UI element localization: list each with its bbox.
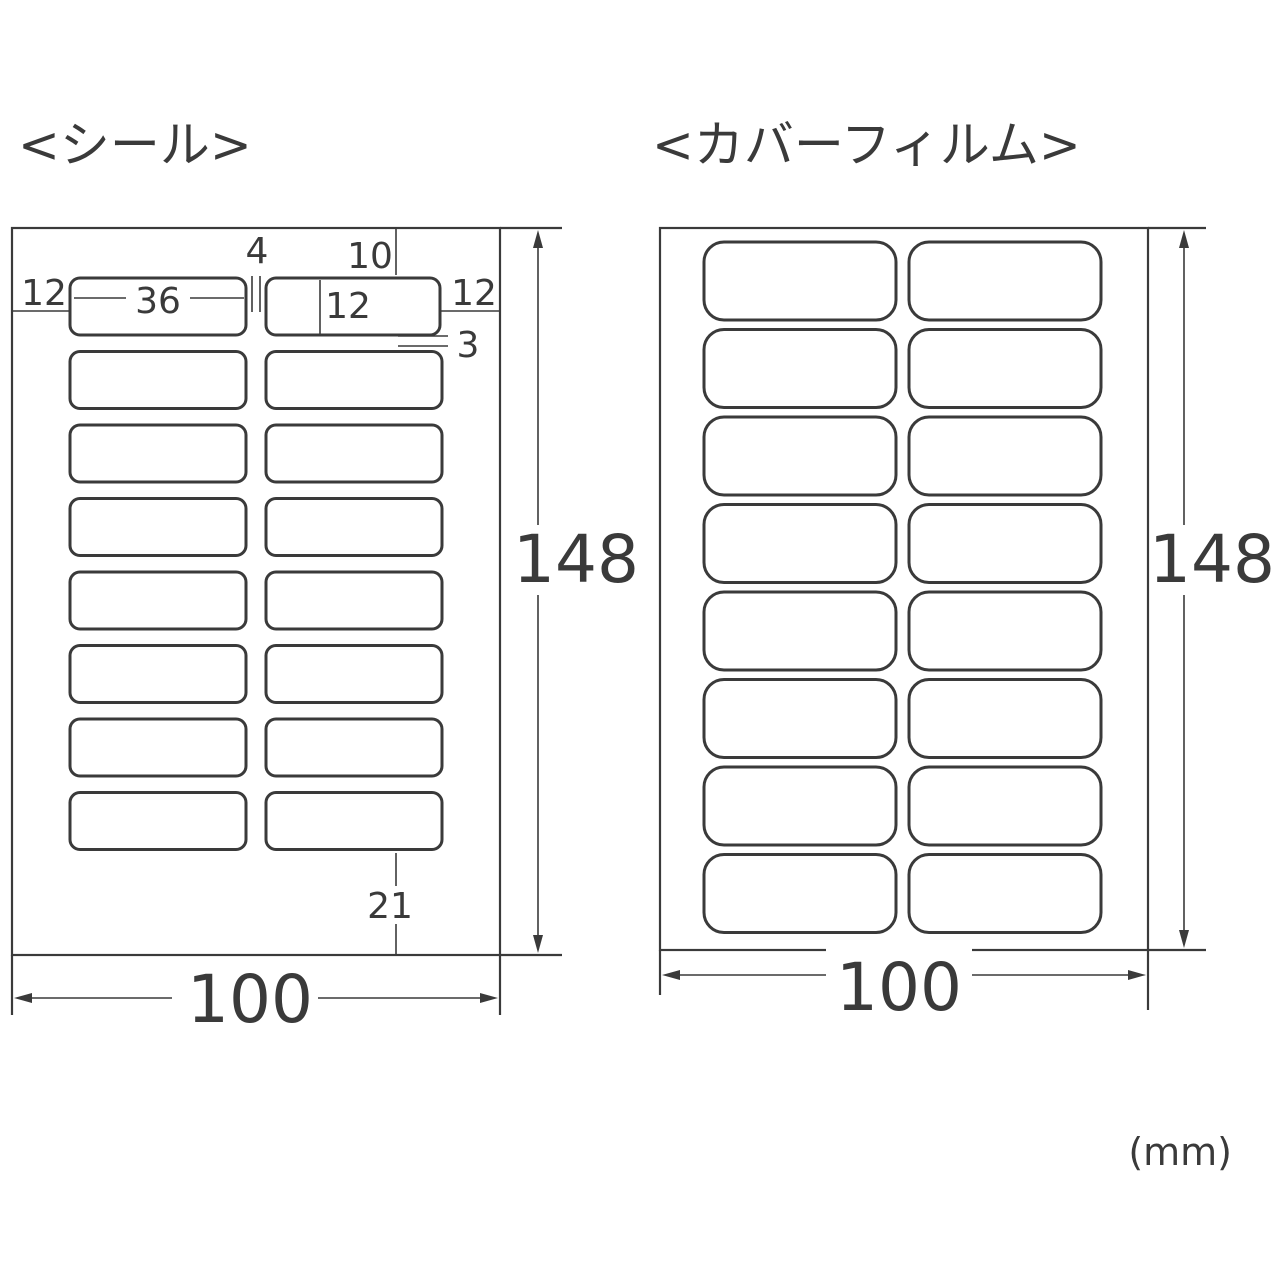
seal-label-grid — [68, 276, 444, 851]
seal-offset-top-label: 10 — [347, 236, 393, 277]
cover-film-panel: <カバーフィルム> 148 100 — [652, 116, 1276, 1026]
seal-label-r7-c1 — [68, 717, 248, 778]
seal-label-r6-c1 — [68, 644, 248, 704]
seal-label-r6-c2 — [264, 644, 444, 704]
cover-film-label-r3-c1 — [702, 415, 898, 497]
cover-film-width-arrow-left — [662, 970, 680, 980]
seal-label-r5-c1 — [68, 570, 248, 631]
seal-width-arrow-right — [480, 993, 498, 1003]
cover-film-label-r4-c2 — [907, 503, 1103, 584]
cover-film-width-arrow-right — [1128, 970, 1146, 980]
seal-height-label: 148 — [513, 521, 639, 598]
cover-film-label-r8-c1 — [702, 853, 898, 934]
seal-margin-bottom-text-bg — [362, 886, 420, 924]
seal-panel: <シール> 148 100 12 36 4 1 — [10, 116, 641, 1038]
cover-film-height-arrow-top — [1179, 230, 1189, 248]
seal-label-r1-c2 — [264, 276, 442, 337]
cover-film-label-r8-c2 — [907, 853, 1103, 934]
cover-film-width-text-bg — [826, 944, 972, 1010]
seal-margin-right-label: 12 — [451, 273, 497, 314]
seal-label-width-label: 36 — [135, 281, 181, 322]
seal-label-r2-c1 — [68, 350, 248, 410]
seal-label-height-label: 12 — [325, 286, 371, 327]
cover-film-label-r1-c2 — [907, 240, 1103, 322]
cover-film-label-r3-c2 — [907, 415, 1103, 497]
seal-label-r8-c1 — [68, 791, 248, 851]
seal-label-r5-c2 — [264, 570, 444, 631]
cover-film-label-r6-c1 — [702, 678, 898, 759]
seal-width-arrow-left — [14, 993, 32, 1003]
seal-label-r4-c2 — [264, 497, 444, 557]
seal-title: <シール> — [18, 116, 252, 174]
cover-film-label-r5-c2 — [907, 590, 1103, 672]
cover-film-label-r5-c1 — [702, 590, 898, 672]
cover-film-title: <カバーフィルム> — [652, 116, 1081, 174]
cover-film-label-r4-c1 — [702, 503, 898, 584]
cover-film-label-r7-c1 — [702, 765, 898, 847]
seal-label-r3-c2 — [264, 423, 444, 484]
seal-height-text-bg — [515, 525, 641, 595]
cover-film-label-grid — [702, 240, 1103, 934]
seal-label-width-text-bg — [126, 282, 190, 316]
seal-label-r7-c2 — [264, 717, 444, 778]
seal-height-arrow-top — [533, 230, 543, 248]
cover-film-height-text-bg — [1150, 525, 1276, 595]
seal-label-r8-c2 — [264, 791, 444, 851]
cover-film-label-r7-c2 — [907, 765, 1103, 847]
seal-height-arrow-bottom — [533, 935, 543, 953]
cover-film-width-label: 100 — [836, 949, 962, 1026]
cover-film-label-r6-c2 — [907, 678, 1103, 759]
seal-gap-v-label: 3 — [457, 325, 480, 366]
seal-width-label: 100 — [187, 961, 313, 1038]
seal-label-r4-c1 — [68, 497, 248, 557]
seal-margin-left-label: 12 — [21, 273, 67, 314]
cover-film-label-r2-c2 — [907, 328, 1103, 409]
cover-film-height-label: 148 — [1149, 521, 1275, 598]
seal-sheet-outline — [10, 226, 502, 957]
seal-width-text-bg — [172, 965, 318, 1031]
seal-margin-bottom-label: 21 — [367, 886, 413, 927]
unit-label: (mm) — [1128, 1130, 1232, 1174]
cover-film-label-r1-c1 — [702, 240, 898, 322]
cover-film-height-arrow-bottom — [1179, 930, 1189, 948]
cover-film-label-r2-c1 — [702, 328, 898, 409]
seal-label-r3-c1 — [68, 423, 248, 484]
seal-label-r2-c2 — [264, 350, 444, 410]
seal-gap-h-label: 4 — [246, 231, 269, 272]
